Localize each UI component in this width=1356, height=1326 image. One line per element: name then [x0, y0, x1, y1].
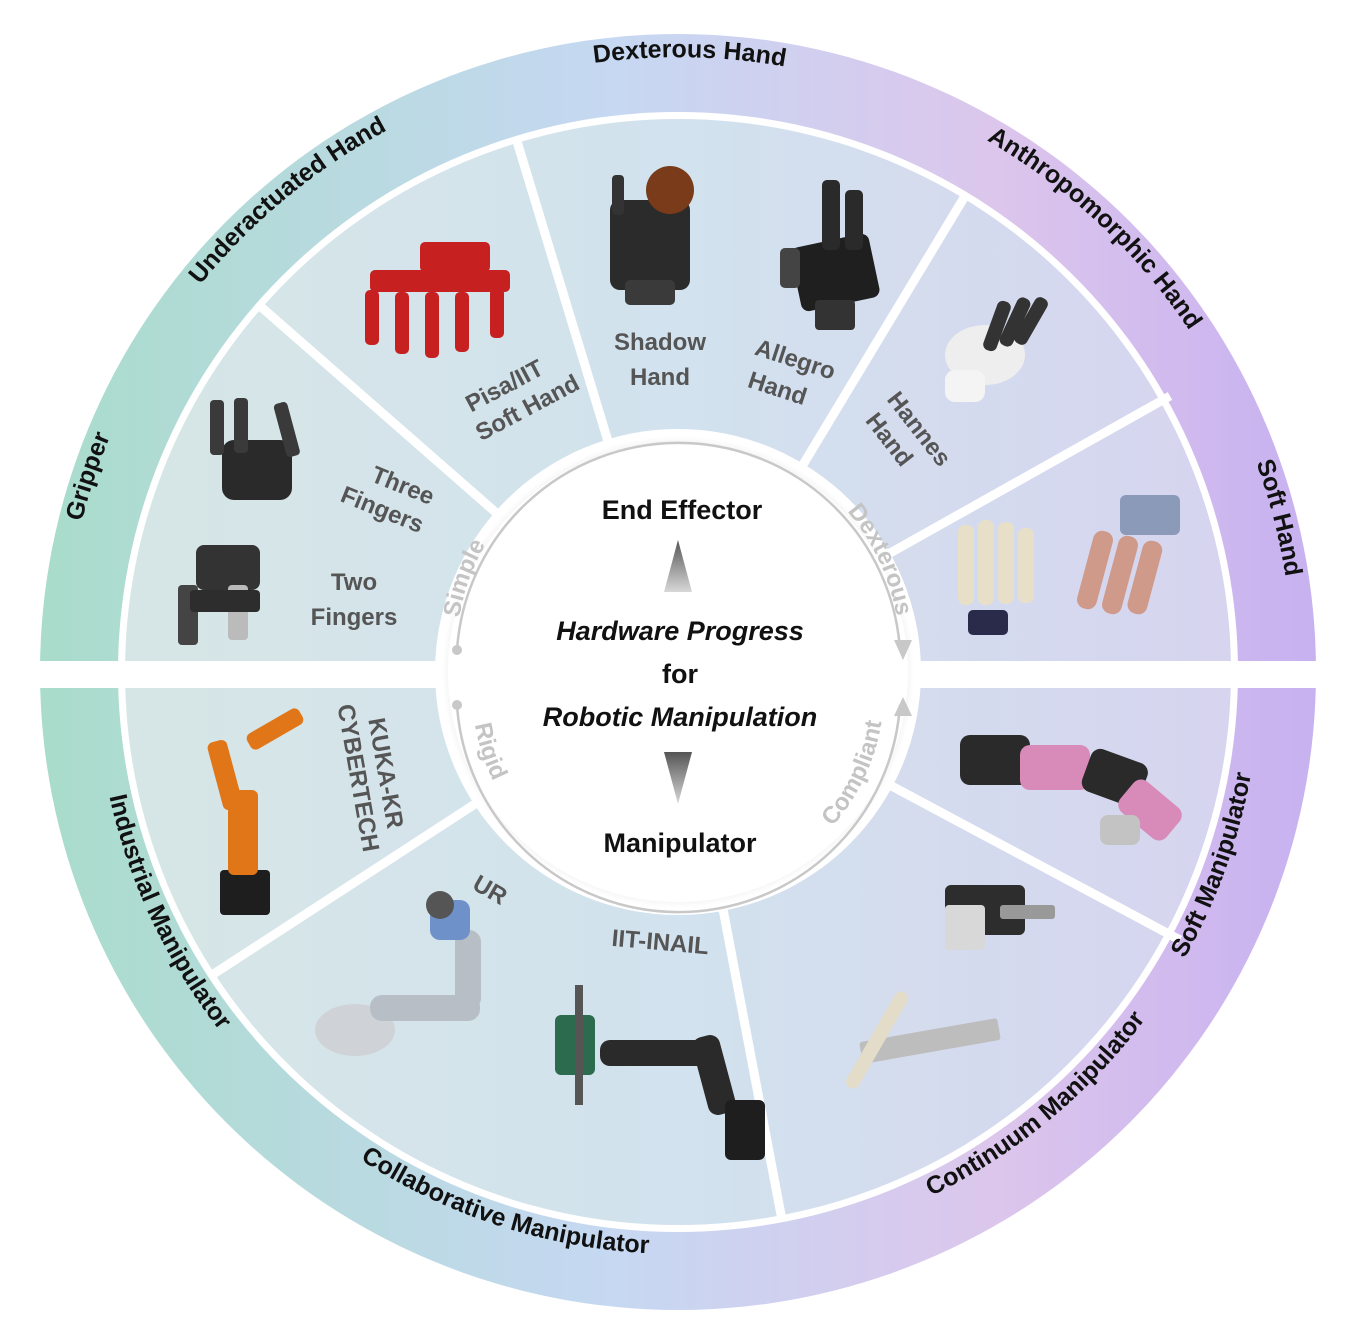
center-title-line-1: Hardware Progress [556, 616, 804, 646]
center-disc [448, 442, 908, 902]
kuka-robot-image [207, 708, 304, 915]
ur-robot-image [315, 891, 481, 1056]
iit-inail-robot-image [555, 985, 765, 1160]
rigid-arc-start-dot [452, 700, 462, 710]
svg-text:Two: Two [331, 569, 377, 596]
soft-hand-images [958, 495, 1180, 635]
end-effector-title: End Effector [602, 495, 763, 525]
down-arrow-icon [664, 752, 692, 804]
soft-manipulator-image [960, 735, 1182, 845]
compliant-arrow-head [894, 697, 912, 716]
allegro-hand-image [780, 180, 880, 330]
simple-arc-start-dot [452, 645, 462, 655]
inner-axis-arcs [455, 441, 902, 914]
center-title-line-3: Robotic Manipulation [543, 702, 817, 732]
center-title-line-2: for [662, 659, 698, 689]
up-arrow-icon [664, 540, 692, 592]
svg-text:Shadow: Shadow [614, 329, 706, 356]
two-finger-gripper-image [178, 545, 260, 645]
item-label-shadow-hand: Shadow Hand [614, 329, 706, 391]
robot-images [178, 166, 1182, 1160]
pisa-iit-soft-hand-image [365, 242, 510, 358]
hannes-hand-image [945, 297, 1048, 402]
continuum-manipulator-image [846, 885, 1055, 1089]
manipulator-title: Manipulator [604, 828, 757, 858]
svg-text:Hand: Hand [630, 364, 690, 391]
dexterous-arrow-head [894, 640, 912, 660]
item-label-two-fingers: Two Fingers [311, 569, 398, 631]
shadow-hand-image [610, 166, 694, 305]
three-finger-gripper-image [210, 398, 300, 500]
svg-text:Fingers: Fingers [311, 604, 398, 631]
